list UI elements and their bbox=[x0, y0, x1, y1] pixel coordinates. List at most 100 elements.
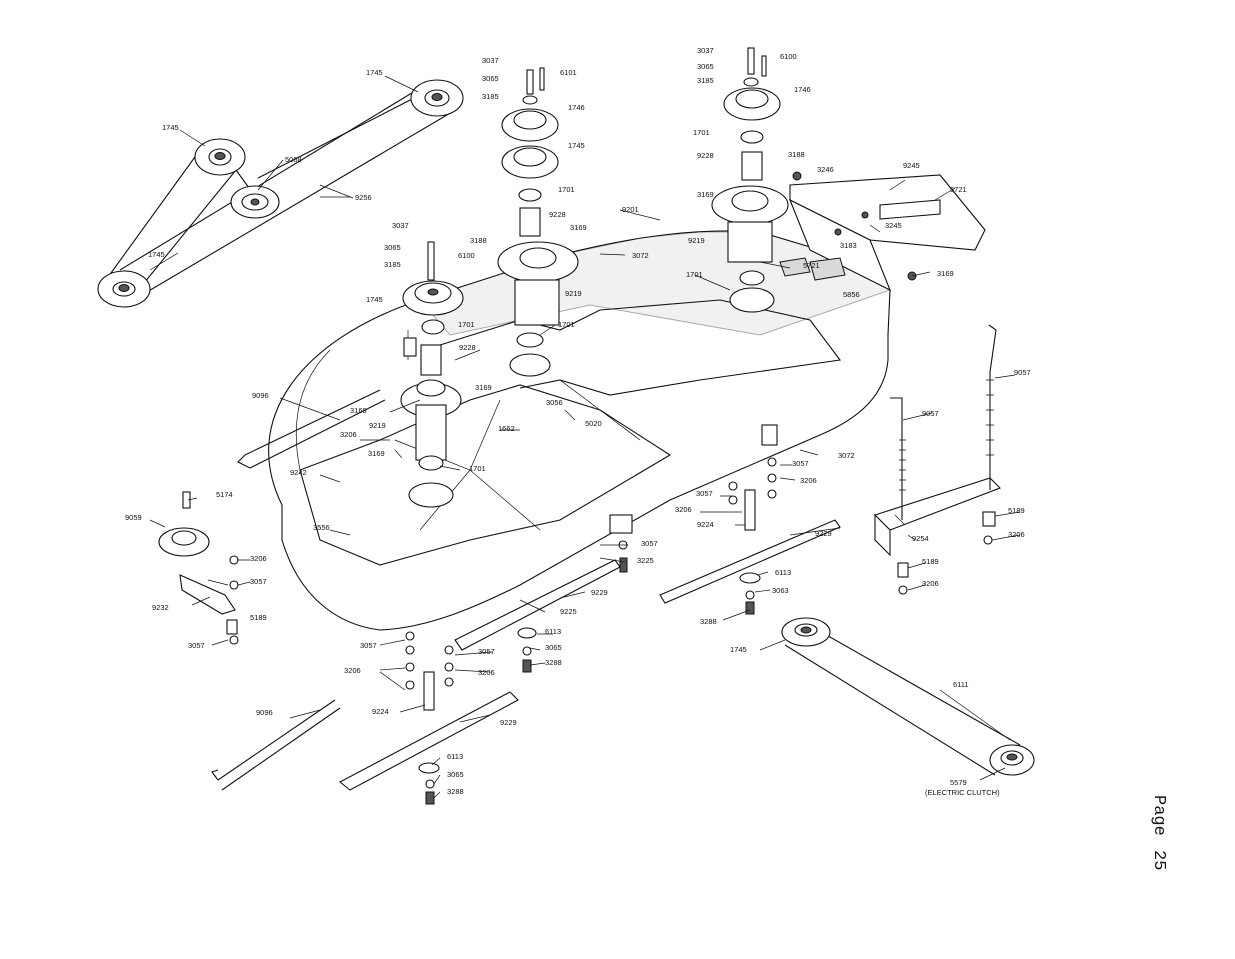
label-3037: 3037 bbox=[697, 46, 714, 55]
part-labels: 1745 1745 5088 9256 1745 3037 3065 3185 … bbox=[125, 46, 1031, 797]
page-number-value: 25 bbox=[1149, 850, 1168, 871]
label-3169: 3169 bbox=[475, 383, 492, 392]
label-5721: 5721 bbox=[803, 261, 820, 270]
label-9096: 9096 bbox=[252, 391, 269, 400]
label-3057: 3057 bbox=[792, 459, 809, 468]
label-9228: 9228 bbox=[697, 151, 714, 160]
label-9229: 9229 bbox=[815, 529, 832, 538]
label-3206: 3206 bbox=[340, 430, 357, 439]
blades-9229 bbox=[339, 519, 841, 791]
label-9219: 9219 bbox=[369, 421, 386, 430]
label-1745: 1745 bbox=[162, 123, 179, 132]
label-3556: 3556 bbox=[313, 523, 330, 532]
label-electric-clutch: (ELECTRIC CLUTCH) bbox=[925, 788, 1000, 797]
label-3057: 3057 bbox=[188, 641, 205, 650]
label-3169: 3169 bbox=[350, 406, 367, 415]
label-3206: 3206 bbox=[478, 668, 495, 677]
label-3185: 3185 bbox=[384, 260, 401, 269]
blade-hardware bbox=[405, 424, 778, 805]
label-6113: 6113 bbox=[447, 752, 463, 761]
label-3206: 3206 bbox=[675, 505, 692, 514]
belt-assembly-9256 bbox=[97, 75, 464, 308]
label-3288: 3288 bbox=[447, 787, 464, 796]
label-6101: 6101 bbox=[560, 68, 577, 77]
label-3072: 3072 bbox=[632, 251, 649, 260]
label-3169: 3169 bbox=[368, 449, 385, 458]
label-3037: 3037 bbox=[392, 221, 409, 230]
label-6100: 6100 bbox=[458, 251, 475, 260]
label-3206: 3206 bbox=[344, 666, 361, 675]
spindle-center bbox=[497, 67, 579, 377]
label-3065: 3065 bbox=[697, 62, 714, 71]
label-5856: 5856 bbox=[843, 290, 860, 299]
label-3065: 3065 bbox=[482, 74, 499, 83]
label-3169: 3169 bbox=[697, 190, 714, 199]
label-1662: 1662 bbox=[498, 424, 515, 433]
label-9057: 9057 bbox=[1014, 368, 1031, 377]
label-3065: 3065 bbox=[384, 243, 401, 252]
label-9219: 9219 bbox=[688, 236, 705, 245]
label-5721: 5721 bbox=[950, 185, 967, 194]
rods-9096 bbox=[211, 389, 386, 791]
lift-bracket-9254 bbox=[873, 324, 1001, 595]
bracket-9245 bbox=[779, 171, 986, 292]
label-3225: 3225 bbox=[637, 556, 654, 565]
label-5189: 5189 bbox=[1008, 506, 1025, 515]
label-3072: 3072 bbox=[838, 451, 855, 460]
label-3065: 3065 bbox=[447, 770, 464, 779]
label-9224: 9224 bbox=[697, 520, 714, 529]
label-1746: 1746 bbox=[794, 85, 811, 94]
label-9219: 9219 bbox=[565, 289, 582, 298]
belt-6111 bbox=[781, 617, 1035, 776]
label-9229: 9229 bbox=[500, 718, 517, 727]
label-3246: 3246 bbox=[817, 165, 834, 174]
label-1701: 1701 bbox=[458, 320, 475, 329]
label-3206: 3206 bbox=[1008, 530, 1025, 539]
label-3057: 3057 bbox=[250, 577, 267, 586]
page-word: Page bbox=[1149, 795, 1168, 836]
label-3245: 3245 bbox=[885, 221, 902, 230]
label-9057: 9057 bbox=[922, 409, 939, 418]
label-5189: 5189 bbox=[250, 613, 267, 622]
label-3056: 3056 bbox=[546, 398, 563, 407]
leader-lines bbox=[149, 179, 1021, 799]
label-3169: 3169 bbox=[937, 269, 954, 278]
label-3206: 3206 bbox=[800, 476, 817, 485]
label-3037: 3037 bbox=[482, 56, 499, 65]
label-1701: 1701 bbox=[469, 464, 486, 473]
label-6100: 6100 bbox=[780, 52, 797, 61]
label-9059: 9059 bbox=[125, 513, 142, 522]
label-9229: 9229 bbox=[591, 588, 608, 597]
label-3183: 3183 bbox=[840, 241, 857, 250]
label-9242: 9242 bbox=[290, 468, 307, 477]
label-9225: 9225 bbox=[560, 607, 577, 616]
label-6111: 6111 bbox=[953, 680, 969, 689]
label-3169: 3169 bbox=[570, 223, 587, 232]
label-9224: 9224 bbox=[372, 707, 389, 716]
spindle-left bbox=[400, 241, 464, 508]
label-9256: 9256 bbox=[355, 193, 372, 202]
label-9232: 9232 bbox=[152, 603, 169, 612]
label-3206: 3206 bbox=[250, 554, 267, 563]
label-3063: 3063 bbox=[772, 586, 789, 595]
label-1701: 1701 bbox=[558, 185, 575, 194]
label-3288: 3288 bbox=[700, 617, 717, 626]
label-6113: 6113 bbox=[545, 627, 561, 636]
label-3188: 3188 bbox=[788, 150, 805, 159]
label-9228: 9228 bbox=[459, 343, 476, 352]
label-1745: 1745 bbox=[148, 250, 165, 259]
label-3065: 3065 bbox=[545, 643, 562, 652]
label-6113: 6113 bbox=[775, 568, 791, 577]
label-1701: 1701 bbox=[686, 270, 703, 279]
label-3188: 3188 bbox=[470, 236, 487, 245]
label-5174: 5174 bbox=[216, 490, 233, 499]
label-1745: 1745 bbox=[568, 141, 585, 150]
label-3057: 3057 bbox=[696, 489, 713, 498]
label-1745: 1745 bbox=[366, 295, 383, 304]
label-3185: 3185 bbox=[482, 92, 499, 101]
label-9228: 9228 bbox=[549, 210, 566, 219]
spindle-right bbox=[711, 47, 789, 313]
label-5579: 5579 bbox=[950, 778, 967, 787]
label-9201: 9201 bbox=[622, 205, 639, 214]
